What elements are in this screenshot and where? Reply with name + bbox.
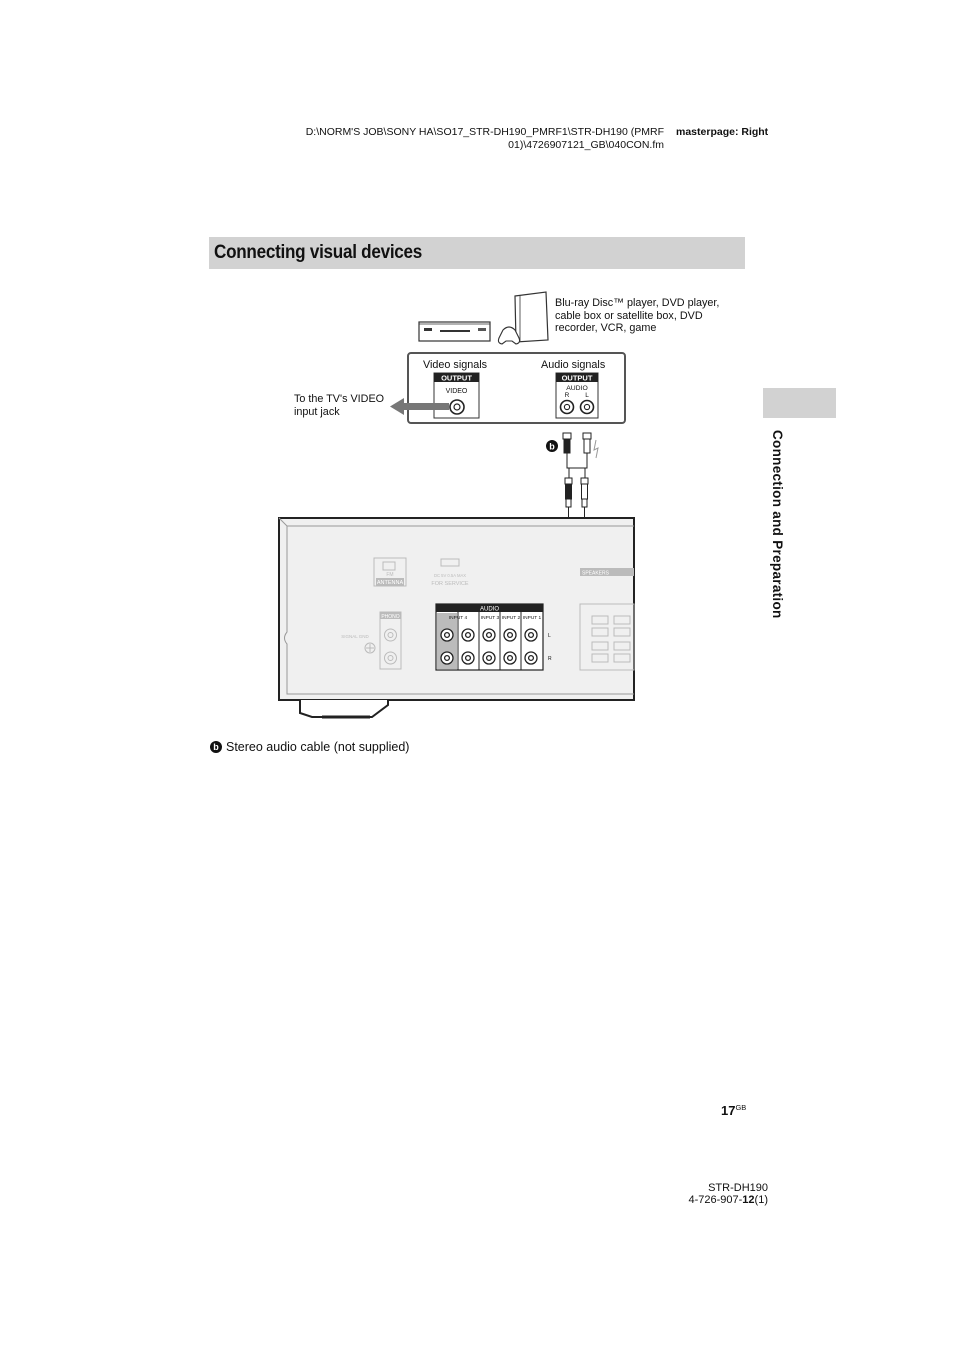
- stereo-cable-link: [568, 468, 586, 478]
- stereo-cable-bottom-plugs: [564, 477, 589, 508]
- svg-text:DC 5V 0.5A MAX: DC 5V 0.5A MAX: [434, 573, 466, 578]
- audio-signals-label: Audio signals: [541, 359, 606, 371]
- video-signals-label: Video signals: [423, 359, 488, 371]
- page-number: 17GB: [721, 1103, 747, 1118]
- phono-input: PHONO SIGNAL GND: [341, 611, 402, 670]
- audio-output-label: OUTPUT: [562, 374, 593, 383]
- svg-text:FM: FM: [386, 572, 393, 578]
- figure-caption: b Stereo audio cable (not supplied): [210, 740, 409, 754]
- video-output-label: OUTPUT: [441, 374, 472, 383]
- side-tab: [763, 388, 836, 418]
- page-suffix: GB: [735, 1103, 747, 1112]
- caption-marker-badge: b: [210, 741, 222, 753]
- audio-output-jack: OUTPUT AUDIO R L: [555, 372, 599, 419]
- audio-jack-l-label: L: [585, 392, 589, 399]
- masterpage-label: masterpage: Right: [676, 126, 769, 138]
- model-info: STR-DH190 4-726-907-12(1): [640, 1182, 768, 1206]
- game-console-icon: [497, 291, 549, 345]
- receiver-rear-panel: ANTENNA FM DC 5V 0.5A MAX FOR SERVICE PH…: [278, 517, 635, 719]
- audio-jack-r-label: R: [565, 392, 570, 399]
- stereo-cable-top-plugs: [562, 432, 599, 469]
- model-number: STR-DH190: [708, 1182, 768, 1194]
- svg-text:AUDIO: AUDIO: [480, 607, 499, 613]
- input-1-label: INPUT 1: [523, 615, 542, 621]
- svg-text:L: L: [548, 633, 551, 639]
- section-title: Connecting visual devices: [214, 242, 423, 263]
- svg-text:b: b: [549, 442, 555, 452]
- svg-text:ANTENNA: ANTENNA: [377, 580, 404, 586]
- svg-text:SPEAKERS: SPEAKERS: [582, 571, 610, 577]
- video-output-jack: OUTPUT VIDEO: [433, 372, 480, 419]
- audio-input-block: AUDIO INPUT 4 INPUT 3 INPUT 2 INPUT 1: [435, 603, 552, 671]
- speaker-terminals: SPEAKERS: [579, 568, 635, 671]
- input-4-label: INPUT 4: [449, 615, 468, 621]
- input-2-label: INPUT 2: [502, 615, 521, 621]
- tv-video-input-label: To the TV's VIDEO input jack: [294, 393, 385, 418]
- svg-text:PHONO: PHONO: [381, 614, 399, 620]
- side-tab-label: Connection and Preparation: [770, 430, 785, 619]
- input-3-label: INPUT 3: [481, 615, 500, 621]
- bluray-player-icon: [418, 321, 491, 342]
- video-jack-label: VIDEO: [446, 388, 468, 395]
- file-path: D:\NORM'S JOB\SONY HA\SO17_STR-DH190_PMR…: [250, 126, 664, 152]
- svg-text:SIGNAL GND: SIGNAL GND: [341, 634, 369, 639]
- file-path-line-1: D:\NORM'S JOB\SONY HA\SO17_STR-DH190_PMR…: [305, 126, 664, 138]
- antenna-terminal: ANTENNA FM: [373, 557, 407, 587]
- svg-text:FOR SERVICE: FOR SERVICE: [431, 581, 469, 587]
- device-label: Blu-ray Disc™ player, DVD player, cable …: [555, 297, 720, 335]
- tv-arrow-icon: [390, 398, 449, 415]
- file-path-line-2: 01)\4726907121_GB\040CON.fm: [508, 139, 664, 151]
- audio-jack-label: AUDIO: [566, 385, 588, 392]
- usb-service-port: DC 5V 0.5A MAX FOR SERVICE: [431, 558, 469, 587]
- svg-text:R: R: [548, 656, 552, 662]
- caption-text: Stereo audio cable (not supplied): [226, 740, 410, 754]
- part-number: 4-726-907-12(1): [688, 1194, 768, 1206]
- section-title-bar: [209, 237, 745, 269]
- cable-marker-badge: b: [546, 440, 558, 452]
